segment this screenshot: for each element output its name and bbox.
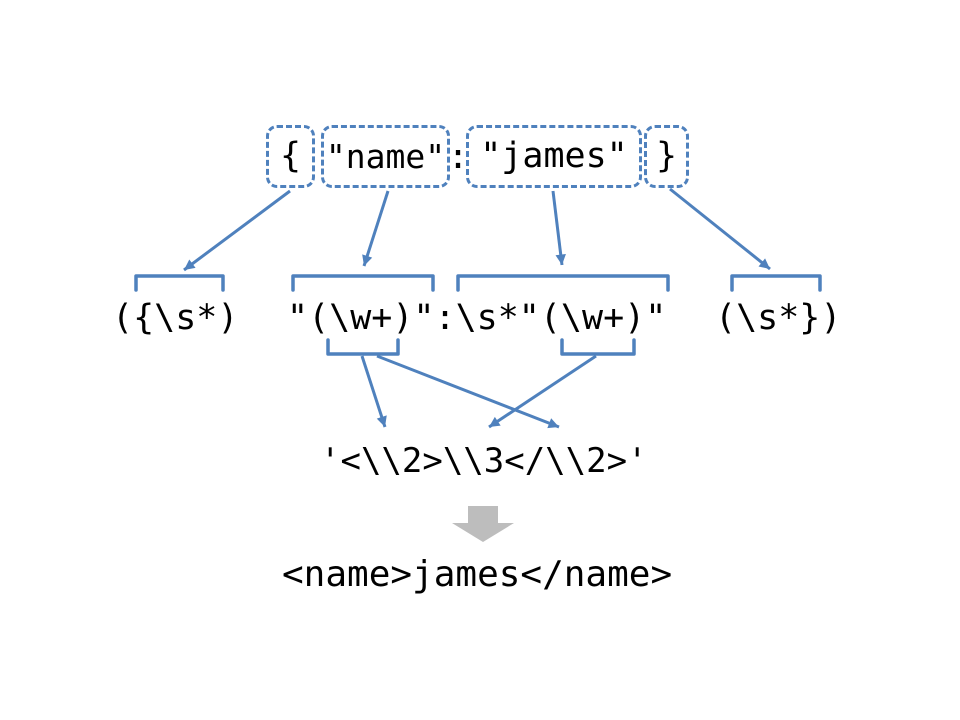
bracket-under-group2 — [326, 338, 400, 356]
arrow-openbrace-to-regex — [183, 189, 291, 272]
bracket-over-key-pattern — [291, 274, 435, 292]
output-xml-text: <name>james</name> — [282, 554, 673, 595]
bracket-over-open-group — [134, 274, 225, 292]
arrow-value-to-regex — [551, 190, 566, 266]
token-open-brace: { — [279, 136, 302, 176]
arrow-closebrace-to-regex — [669, 187, 771, 271]
token-value: "james" — [480, 136, 628, 176]
bracket-under-group3 — [560, 338, 636, 356]
bracket-over-value-pattern — [456, 274, 670, 292]
token-box-close-brace: } — [644, 125, 689, 188]
arrow-group3-to-backref3 — [488, 354, 597, 429]
regex-close-group: (\s*}) — [715, 298, 842, 338]
regex-open-group: ({\s*) — [112, 298, 239, 338]
arrow-group2-to-backref2-open — [360, 355, 387, 428]
token-colon: : — [447, 136, 469, 177]
token-box-key: "name" — [321, 125, 450, 188]
replacement-pattern: '<\\2>\\3</\\2>' — [320, 441, 648, 481]
token-close-brace: } — [655, 136, 678, 176]
bracket-over-close-group — [730, 274, 822, 292]
token-key: "name" — [325, 137, 446, 176]
down-block-arrow-icon — [452, 506, 514, 542]
arrow-group2-to-backref2-close — [376, 354, 560, 429]
regex-pair-pattern: "(\w+)":\s*"(\w+)" — [287, 298, 667, 338]
token-box-value: "james" — [466, 125, 642, 188]
arrow-key-to-regex — [362, 190, 390, 267]
token-box-open-brace: { — [266, 125, 315, 188]
